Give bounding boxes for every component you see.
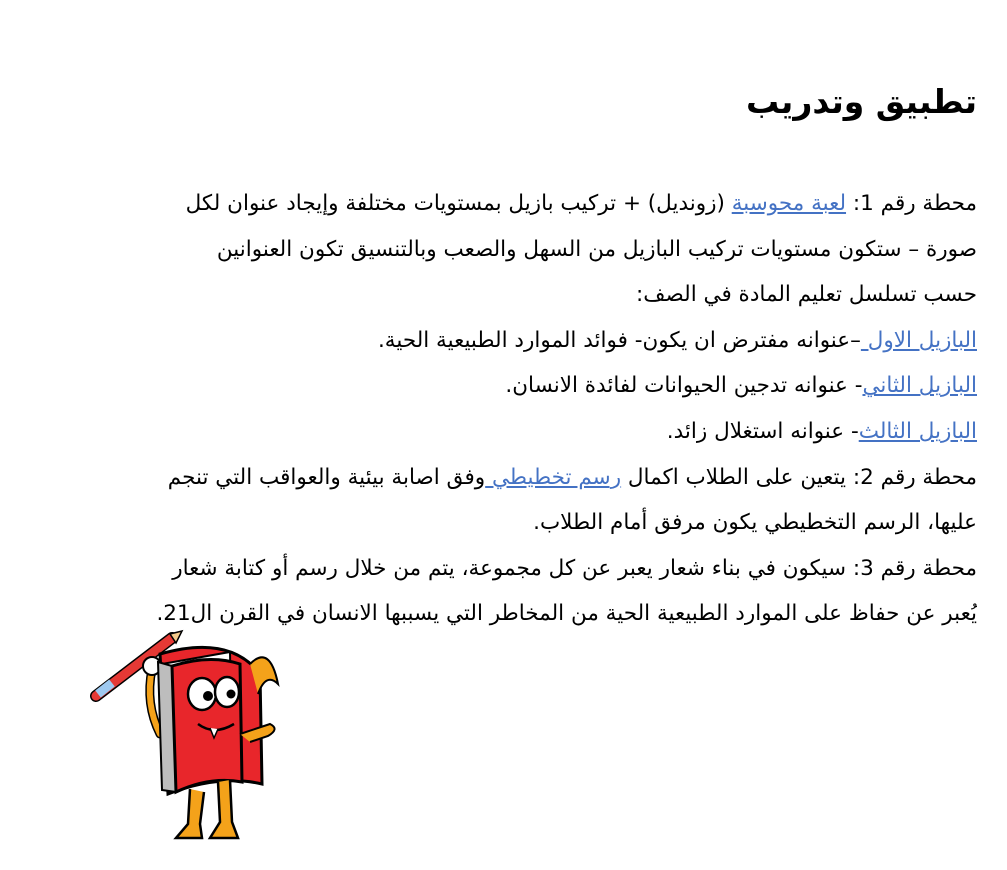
puzzle-2-text: - عنوانه تدجين الحيوانات لفائدة الانسان. [505, 373, 863, 399]
puzzle-3-link[interactable]: البازيل الثالث [858, 418, 977, 444]
station2-prefix: محطة رقم 2: يتعين على الطلاب اكمال [621, 464, 977, 490]
puzzle-1-text: –عنوانه مفترض ان يكون- فوائد الموارد الط… [377, 327, 861, 353]
book-mascot-icon [90, 629, 280, 840]
computerized-game-link[interactable]: لعبة محوسبة [731, 191, 847, 216]
puzzle-1-link[interactable]: البازيل الاول [860, 327, 977, 353]
station2-line1: محطة رقم 2: يتعين على الطلاب اكمال رسم ت… [47, 455, 977, 501]
station1-line1: محطة رقم 1: لعبة محوسبة (زونديل) + تركيب… [47, 181, 977, 227]
station3-line2: يُعبر عن حفاظ على الموارد الطبيعية الحية… [156, 601, 977, 627]
pencil-icon [90, 629, 184, 702]
station3-line1: محطة رقم 3: سيكون في بناء شعار يعبر عن ك… [172, 555, 977, 581]
page-title: تطبيق وتدريب [746, 82, 977, 121]
station2-text: وفق اصابة بيئية والعواقب التي تنجم [167, 464, 486, 490]
diagram-link[interactable]: رسم تخطيطي [485, 464, 622, 490]
puzzle-item-1: البازيل الاول –عنوانه مفترض ان يكون- فوا… [47, 318, 977, 364]
station2-line2: عليها، الرسم التخطيطي يكون مرفق أمام الط… [533, 510, 977, 536]
puzzle-item-2: البازيل الثاني- عنوانه تدجين الحيوانات ل… [47, 363, 977, 409]
document-body: محطة رقم 1: لعبة محوسبة (زونديل) + تركيب… [47, 181, 977, 637]
station1-line3: حسب تسلسل تعليم المادة في الصف: [636, 282, 977, 308]
station1-text: (زونديل) + تركيب بازيل بمستويات مختلفة و… [185, 191, 732, 216]
station1-line2: صورة – ستكون مستويات تركيب البازيل من ال… [216, 236, 977, 262]
puzzle-3-text: - عنوانه استغلال زائد. [666, 418, 859, 444]
station1-prefix: محطة رقم 1: [846, 191, 977, 216]
puzzle-item-3: البازيل الثالث- عنوانه استغلال زائد. [47, 409, 977, 455]
puzzle-2-link[interactable]: البازيل الثاني [862, 373, 977, 399]
